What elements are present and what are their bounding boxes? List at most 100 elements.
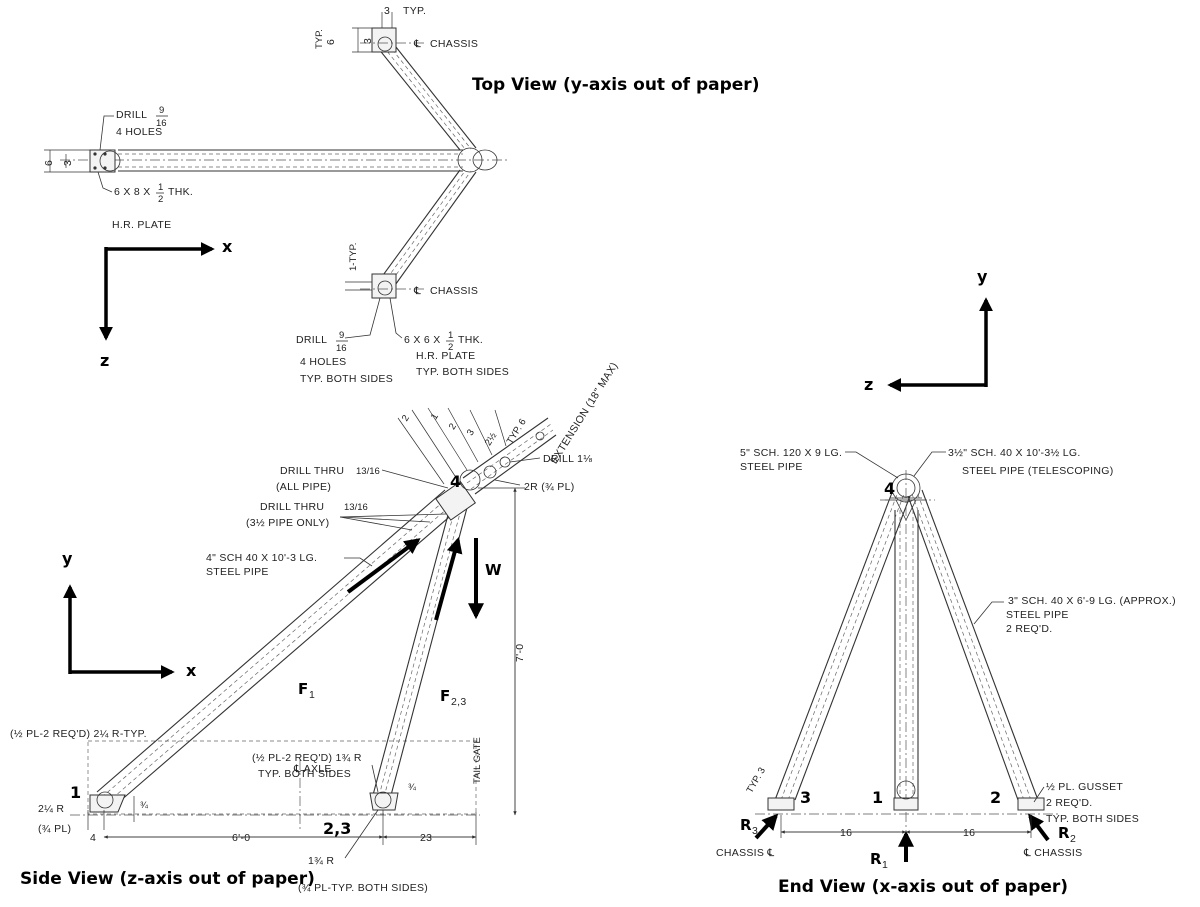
top-lower-plate [371, 273, 397, 299]
top-typ-both-sides-2: TYP. BOTH SIDES [416, 366, 509, 378]
side-two-quarter-r: 2¼ R [38, 803, 64, 815]
top-typ-left: TYP. [314, 29, 325, 49]
end-pipe-3-half: 3½" SCH. 40 X 10'-3½ LG. [948, 447, 1081, 459]
top-horizontal-pipe [60, 149, 510, 172]
top-typ-both-sides-1: TYP. BOTH SIDES [300, 373, 393, 385]
force-r2-label: R [1058, 824, 1070, 842]
side-axle-label: ℄ AXLE [293, 763, 332, 775]
top-axis-z-label: z [100, 351, 109, 370]
end-axes: y z [864, 267, 993, 394]
side-dim-4: 4 [90, 832, 96, 844]
top-lower-diagonal-pipe [377, 169, 477, 289]
side-dim-23: 23 [420, 832, 432, 844]
end-base-plate-2 [1017, 797, 1045, 811]
side-pl-typ-both: (¾ PL-TYP. BOTH SIDES) [298, 882, 428, 894]
side-drill-1-8: DRILL 1⅛ [543, 453, 592, 465]
side-node-4: 4 [450, 472, 461, 491]
end-req-2b: 2 REQ'D. [1046, 797, 1092, 809]
side-joint-23 [369, 791, 399, 811]
svg-text:13/16: 13/16 [344, 502, 368, 513]
side-steel-pipe: STEEL PIPE [206, 566, 269, 578]
end-chassis-left: CHASSIS ℄ [716, 847, 774, 859]
side-pipe-4-label: 4" SCH 40 X 10'-3 LG. [206, 552, 317, 564]
side-all-pipe: (ALL PIPE) [276, 481, 331, 493]
svg-text:2: 2 [447, 421, 459, 431]
side-axis-y-label: y [62, 549, 73, 568]
side-axis-x-label: x [186, 661, 197, 680]
end-center-pipe [894, 470, 919, 840]
side-joint-1 [89, 791, 126, 813]
end-typ-3: TYP. 3 [745, 766, 768, 796]
top-typ-label: TYP. [403, 5, 426, 17]
side-pipe-only: (3½ PIPE ONLY) [246, 517, 329, 529]
side-three-four-pl: (¾ PL) [38, 823, 71, 835]
end-pipe-5-label: 5" SCH. 120 X 9 LG. [740, 447, 842, 459]
end-right-leg [907, 489, 1039, 801]
end-node-4: 4 [884, 479, 895, 498]
svg-text:THK.: THK. [168, 186, 193, 198]
top-view-title: Top View (y-axis out of paper) [472, 75, 759, 95]
top-axes: x z [99, 237, 233, 370]
end-view: End View (x-axis out of paper) y z [716, 267, 1176, 897]
end-chassis-right: ℄ CHASSIS [1023, 847, 1082, 859]
top-holes-bottom: 4 HOLES [300, 356, 346, 368]
side-drill-thru-1: DRILL THRU [280, 465, 344, 477]
side-dim-3-4: ¾ [140, 800, 149, 811]
side-angled-dims [397, 407, 507, 485]
side-short-pipe [372, 499, 469, 800]
end-node-3: 3 [800, 788, 811, 807]
svg-text:9: 9 [159, 105, 164, 116]
end-forces: R 3 R 1 R 2 [740, 813, 1076, 871]
svg-text:THK.: THK. [458, 334, 483, 346]
side-half-pl-left: (½ PL-2 REQ'D) 2¼ R-TYP. [10, 728, 147, 740]
svg-text:2,3: 2,3 [451, 696, 467, 708]
top-upper-plate [371, 27, 397, 53]
top-upper-diagonal-pipe [377, 41, 477, 151]
side-node-23: 2,3 [323, 819, 351, 838]
force-r1-label: R [870, 850, 882, 868]
side-dim-7-0: 7'-0 [514, 644, 526, 662]
side-extension-pipe [462, 417, 557, 495]
top-plate-label: 6 X 8 X [114, 186, 151, 198]
end-axis-y-label: y [977, 267, 988, 286]
end-gusset-label: ½ PL. GUSSET [1046, 781, 1123, 793]
end-apex-joint [880, 473, 935, 521]
side-extension-label: EXTENSION (18" MAX) [548, 360, 620, 466]
side-half-pl-right: (½ PL-2 REQ'D) 1¾ R [252, 752, 362, 764]
top-drill-bottom: DRILL [296, 334, 327, 346]
top-dim-3: 3 [362, 38, 374, 44]
top-dim-6: 6 [325, 39, 337, 45]
top-chassis-label: CHASSIS [430, 38, 478, 50]
svg-text:16: 16 [336, 343, 347, 354]
svg-text:3: 3 [752, 825, 758, 837]
svg-text:9: 9 [339, 330, 344, 341]
top-dim-3-left: 3 [62, 160, 74, 166]
svg-text:2: 2 [158, 194, 163, 205]
top-one-typ: 1-TYP. [348, 243, 359, 271]
tail-gate-outline [87, 740, 477, 815]
top-left-joint [99, 150, 121, 172]
svg-text:2: 2 [1070, 833, 1076, 845]
top-holes-label: 4 HOLES [116, 126, 162, 138]
top-hr-plate-2: H.R. PLATE [416, 350, 475, 362]
side-typ-both-sides: TYP. BOTH SIDES [258, 768, 351, 780]
end-dim-16-right: 16 [963, 827, 975, 839]
end-typ-both-sides: TYP. BOTH SIDES [1046, 813, 1139, 825]
force-f1-label: F [298, 680, 308, 698]
top-hr-plate-label: H.R. PLATE [112, 219, 171, 231]
end-req-2: 2 REQ'D. [1006, 623, 1052, 635]
side-node-1: 1 [70, 783, 81, 802]
svg-text:13/16: 13/16 [356, 466, 380, 477]
force-w-label: W [485, 561, 502, 579]
top-cl-mark-2: ℄ [413, 285, 421, 297]
end-base-plate-1 [893, 797, 919, 811]
top-typ-3-dim: 3 [384, 5, 390, 17]
side-dim-6-0: 6'-0 [232, 832, 250, 844]
side-r-2: 2R (¾ PL) [524, 481, 575, 493]
end-view-title: End View (x-axis out of paper) [778, 877, 1068, 897]
end-left-leg [774, 489, 911, 801]
force-r3-label: R [740, 816, 752, 834]
svg-text:16: 16 [156, 118, 167, 129]
svg-text:2: 2 [400, 413, 412, 423]
svg-text:1: 1 [429, 411, 441, 421]
